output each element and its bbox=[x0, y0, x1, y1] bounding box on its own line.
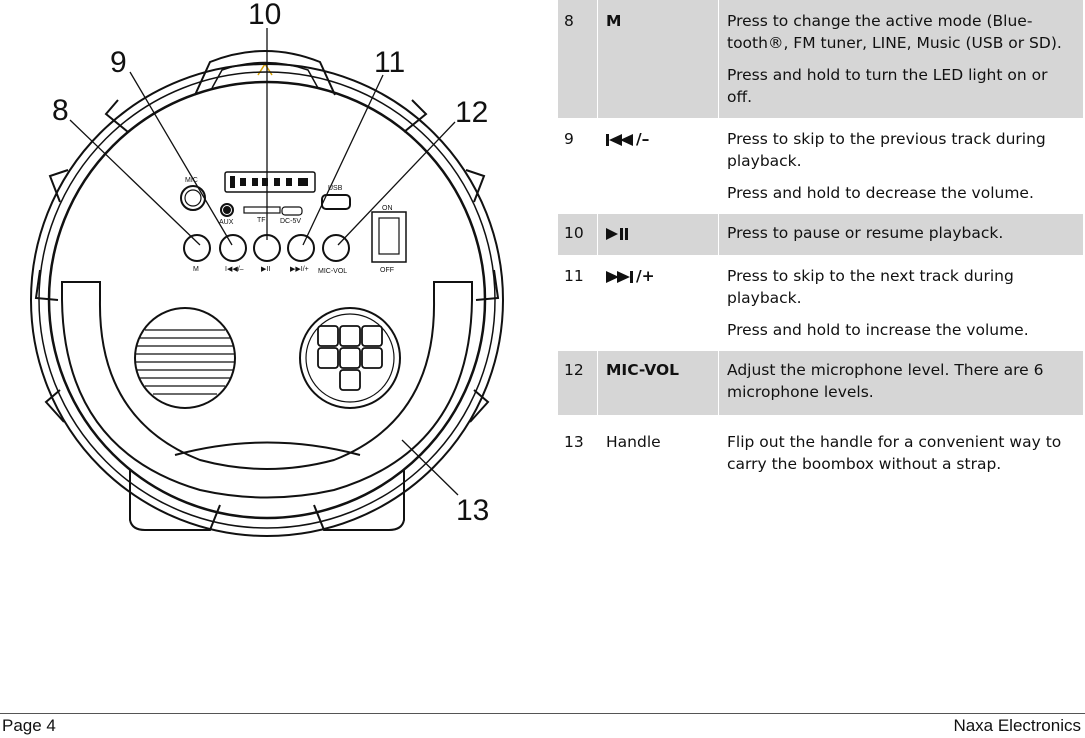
label-tf: TF bbox=[257, 217, 266, 224]
description-text: Press and hold to turn the LED light on … bbox=[727, 66, 1048, 106]
company-name: Naxa Electronics bbox=[953, 716, 1081, 735]
row-control: /+ bbox=[597, 255, 719, 351]
row-control: Handle bbox=[597, 415, 719, 485]
description-text: Press to skip to the next track during p… bbox=[727, 267, 1014, 307]
description-text: Press to skip to the previous track duri… bbox=[727, 130, 1046, 170]
label-usb: USB bbox=[328, 185, 343, 192]
description-text: Press and hold to increase the volume. bbox=[727, 321, 1029, 339]
control-name: Handle bbox=[606, 433, 661, 451]
row-number: 12 bbox=[558, 351, 598, 415]
label-aux: AUX bbox=[219, 219, 234, 226]
table-row: 13 Handle Flip out the handle for a conven… bbox=[558, 415, 1083, 485]
label-dc: DC-5V bbox=[280, 218, 301, 225]
row-description: Press to skip to the next track during p… bbox=[719, 255, 1084, 351]
row-number: 9 bbox=[558, 118, 598, 214]
label-mic: MIC bbox=[185, 177, 198, 184]
callout-9: 9 bbox=[110, 46, 127, 79]
label-next: ▶▶I/+ bbox=[290, 266, 309, 273]
row-number: 10 bbox=[558, 214, 598, 255]
row-description: Flip out the handle for a convenient way… bbox=[719, 415, 1084, 485]
footer-divider bbox=[0, 713, 1085, 714]
description-text: Flip out the handle for a convenient way… bbox=[727, 433, 1062, 473]
row-control: MIC-VOL bbox=[597, 351, 719, 415]
table-row: 11 /+ Press to skip to the next track duri… bbox=[558, 255, 1083, 351]
callout-8: 8 bbox=[52, 94, 69, 127]
row-description: Press to skip to the previous track duri… bbox=[719, 118, 1084, 214]
play-pause-icon bbox=[606, 225, 630, 247]
page-number: Page 4 bbox=[2, 716, 56, 735]
control-name: /– bbox=[636, 130, 650, 148]
row-number: 13 bbox=[558, 415, 598, 485]
row-description: Press to pause or resume playback. bbox=[718, 214, 1083, 255]
control-name: M bbox=[606, 12, 622, 30]
description-text: Press to pause or resume playback. bbox=[727, 224, 1004, 242]
row-description: Adjust the microphone level. There are 6… bbox=[718, 351, 1083, 415]
callout-13: 13 bbox=[456, 494, 489, 527]
table-row: 12 MIC-VOL Adjust the microphone level. Th… bbox=[558, 351, 1083, 415]
row-control: /– bbox=[597, 118, 719, 214]
callout-11: 11 bbox=[374, 46, 405, 79]
callout-12: 12 bbox=[455, 96, 488, 129]
callout-10: 10 bbox=[248, 0, 281, 31]
skip-previous-icon bbox=[606, 131, 636, 153]
label-m: M bbox=[193, 266, 199, 273]
control-name: /+ bbox=[636, 267, 655, 285]
description-text: Press to change the active mode (Blue-to… bbox=[727, 12, 1062, 52]
row-number: 8 bbox=[558, 0, 598, 118]
table-row: 10 Press to pause or resume playback. bbox=[558, 214, 1083, 255]
row-control bbox=[597, 214, 719, 255]
control-name: MIC-VOL bbox=[606, 361, 680, 379]
label-on: ON bbox=[382, 205, 393, 212]
label-prev: I◀◀/– bbox=[225, 266, 244, 273]
row-control: M bbox=[597, 0, 719, 118]
description-text: Adjust the microphone level. There are 6… bbox=[727, 361, 1044, 401]
row-description: Press to change the active mode (Blue-to… bbox=[718, 0, 1083, 118]
label-micvol: MIC-VOL bbox=[318, 268, 347, 275]
row-number: 11 bbox=[558, 255, 598, 351]
label-play: ▶II bbox=[261, 266, 270, 273]
label-off: OFF bbox=[380, 267, 394, 274]
boombox-diagram: 8 9 10 11 12 13 MIC AUX TF DC-5V USB ON … bbox=[30, 0, 504, 537]
skip-next-icon bbox=[606, 268, 636, 290]
table-row: 9 /– Press to skip to the previous track d… bbox=[558, 118, 1083, 214]
description-text: Press and hold to decrease the volume. bbox=[727, 184, 1034, 202]
